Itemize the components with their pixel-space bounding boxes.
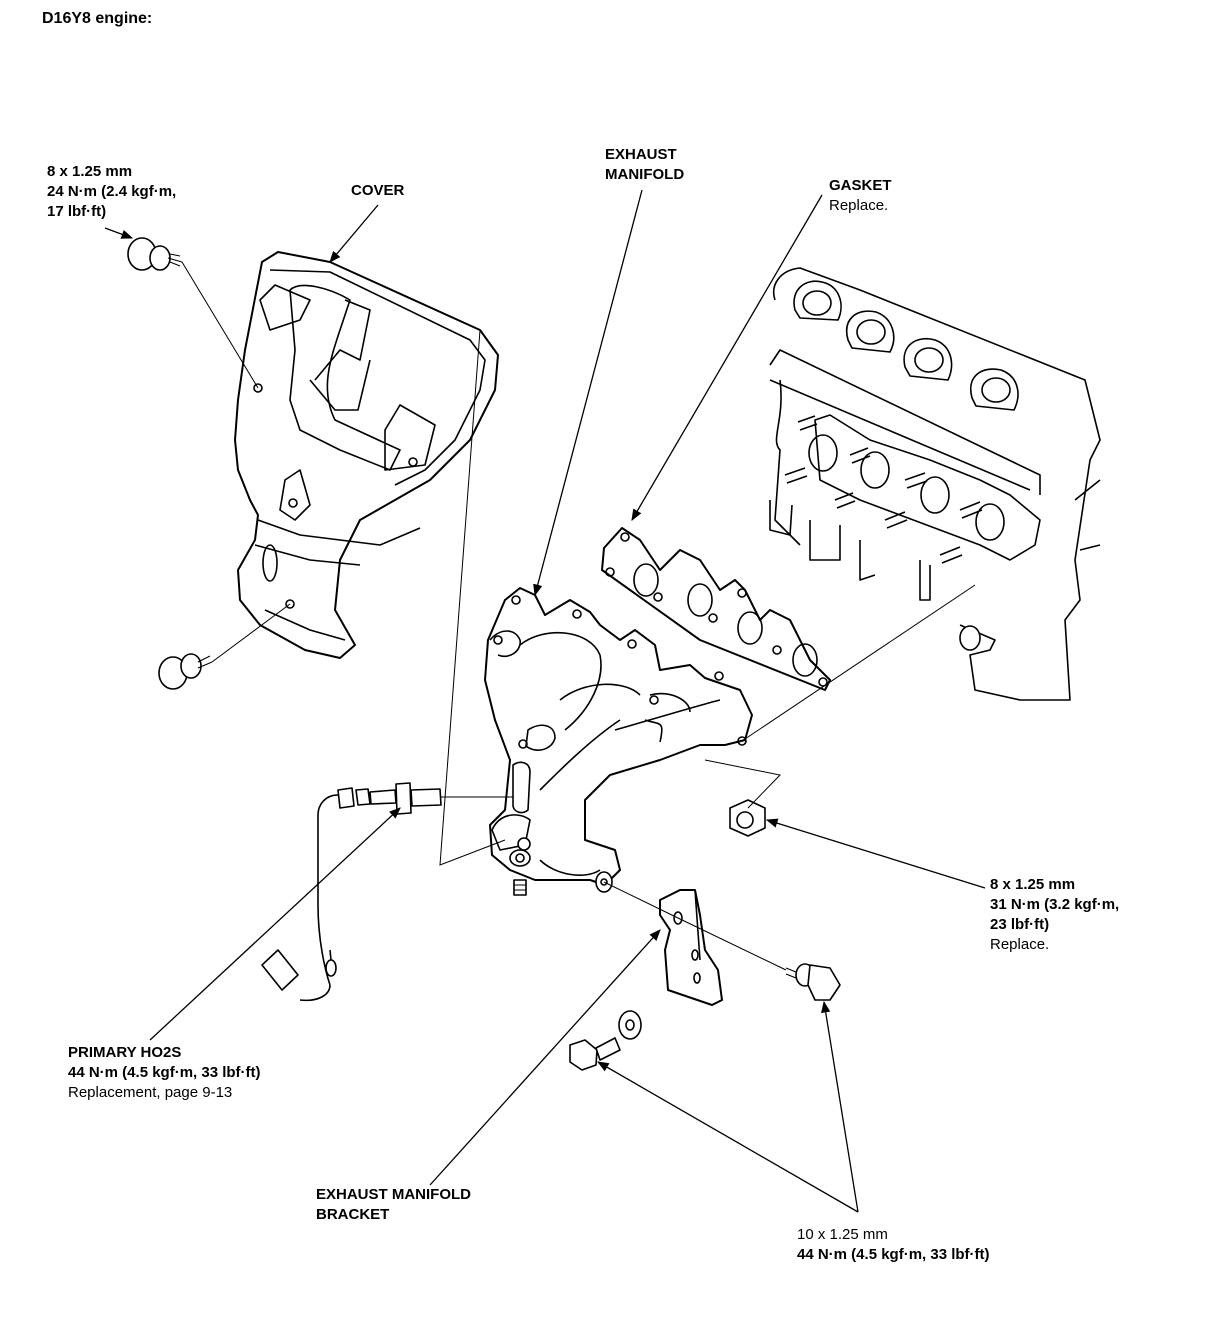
- cover-bolt-size: 8 x 1.25 mm: [47, 163, 133, 180]
- label-primary-ho2s: PRIMARY HO2S 44 N·m (4.5 kgf·m, 33 lbf·f…: [68, 1043, 261, 1103]
- label-exhaust-manifold: EXHAUST MANIFOLD: [605, 145, 684, 185]
- arrow-bracket-bolt-upper: [821, 1000, 859, 1213]
- bracket-label-line2: BRACKET: [316, 1206, 390, 1223]
- manifold-nut-size: 8 x 1.25 mm: [990, 876, 1076, 893]
- label-cover: COVER: [351, 181, 404, 201]
- label-bracket: EXHAUST MANIFOLD BRACKET: [316, 1185, 471, 1225]
- label-cover-bolt: 8 x 1.25 mm 24 N·m (2.4 kgf·m, 17 lbf·ft…: [47, 162, 176, 222]
- ho2s-label-text: PRIMARY HO2S: [68, 1044, 182, 1061]
- cover-bolt-torque-lbf: 17 lbf·ft): [47, 203, 107, 220]
- bracket-bolt-size: 10 x 1.25 mm: [797, 1226, 888, 1243]
- cover-bolt-torque: 24 N·m (2.4 kgf·m,: [47, 183, 177, 200]
- exhaust-manifold-label-line2: MANIFOLD: [605, 166, 685, 183]
- arrow-manifold-nut: [765, 818, 986, 889]
- leader-arrows: [104, 189, 986, 1213]
- gasket-label-text: GASKET: [829, 177, 892, 194]
- label-manifold-nut: 8 x 1.25 mm 31 N·m (3.2 kgf·m, 23 lbf·ft…: [990, 875, 1119, 955]
- exhaust-manifold-label-line1: EXHAUST: [605, 146, 677, 163]
- manifold-nut: [729, 799, 766, 837]
- cover-bolt-upper: [127, 237, 183, 271]
- bracket-bolt-torque: 44 N·m (4.5 kgf·m, 33 lbf·ft): [797, 1246, 990, 1263]
- manifold-nut-torque: 31 N·m (3.2 kgf·m,: [990, 896, 1120, 913]
- arrow-gasket: [631, 194, 823, 522]
- arrow-bracket: [429, 929, 661, 1186]
- arrow-exhaust-manifold: [533, 189, 643, 597]
- cover-label-text: COVER: [351, 182, 405, 199]
- exhaust-manifold-gasket: [601, 527, 831, 691]
- bracket-bolt-lower: [569, 1010, 642, 1071]
- exhaust-manifold-bracket: [659, 889, 723, 1006]
- cover-bolt-lower: [158, 653, 213, 690]
- label-gasket: GASKET Replace.: [829, 176, 892, 216]
- bracket-label-line1: EXHAUST MANIFOLD: [316, 1186, 471, 1203]
- exhaust-manifold: [484, 587, 753, 896]
- arrow-bracket-bolt-lower: [596, 1061, 859, 1213]
- primary-ho2s-sensor: [261, 782, 455, 1002]
- cylinder-head: [769, 267, 1101, 701]
- manifold-nut-torque-lbf: 23 lbf·ft): [990, 916, 1050, 933]
- label-bracket-bolt: 10 x 1.25 mm 44 N·m (4.5 kgf·m, 33 lbf·f…: [797, 1225, 990, 1265]
- alignment-lines: [181, 261, 976, 971]
- diagram-title: D16Y8 engine:: [42, 10, 153, 27]
- arrow-ho2s: [149, 807, 401, 1041]
- heat-shield-cover: [234, 251, 499, 659]
- ho2s-torque: 44 N·m (4.5 kgf·m, 33 lbf·ft): [68, 1064, 261, 1081]
- arrow-cover: [329, 204, 379, 263]
- bracket-bolt-upper: [785, 963, 841, 1001]
- ho2s-replacement-reference: Replacement, page 9-13: [68, 1084, 233, 1101]
- manifold-nut-replace-note: Replace.: [990, 936, 1050, 953]
- gasket-replace-note: Replace.: [829, 197, 889, 214]
- arrow-cover-bolt: [104, 227, 134, 239]
